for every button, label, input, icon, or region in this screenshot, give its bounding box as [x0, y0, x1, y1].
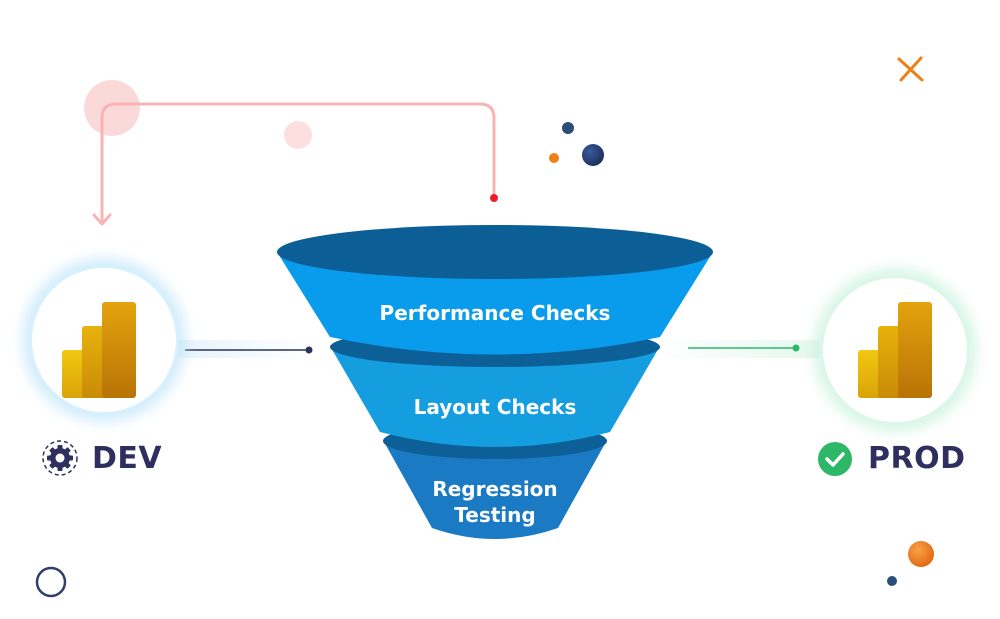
dev-connector-band	[178, 340, 313, 358]
navy-small-dot	[887, 576, 897, 586]
power-bi-logo-icon	[858, 302, 932, 398]
prod-connector-band	[660, 340, 820, 358]
gear-icon	[42, 440, 78, 476]
feedback-origin-dot	[490, 194, 498, 202]
cross-icon	[897, 56, 924, 82]
power-bi-logo-icon	[62, 302, 136, 398]
feedback-arrow	[92, 102, 496, 226]
funnel-stage-layout	[330, 346, 660, 447]
stage-label-performance-checks: Performance Checks	[379, 301, 611, 325]
funnel-rim	[277, 225, 713, 279]
outline-ring	[35, 566, 67, 598]
navy-ball	[582, 144, 604, 166]
prod-connector-dot	[792, 344, 800, 352]
navy-dot	[562, 122, 574, 134]
dev-node	[22, 258, 186, 422]
pink-bubble-small	[284, 121, 312, 149]
orange-ball	[908, 541, 934, 567]
stage-label-regression-testing: Regression Testing	[432, 477, 558, 527]
stage-label-layout-checks: Layout Checks	[413, 395, 577, 419]
funnel-stage-performance	[277, 252, 713, 355]
funnel-stage-regression	[383, 440, 607, 539]
prod-label: PROD	[868, 441, 966, 476]
prod-node	[813, 268, 977, 432]
funnel	[277, 225, 713, 539]
dev-label: DEV	[92, 441, 163, 476]
pink-bubble-large	[84, 80, 140, 136]
orange-dot	[549, 153, 559, 163]
dev-connector-dot	[305, 346, 313, 354]
check-circle-icon	[818, 442, 852, 476]
